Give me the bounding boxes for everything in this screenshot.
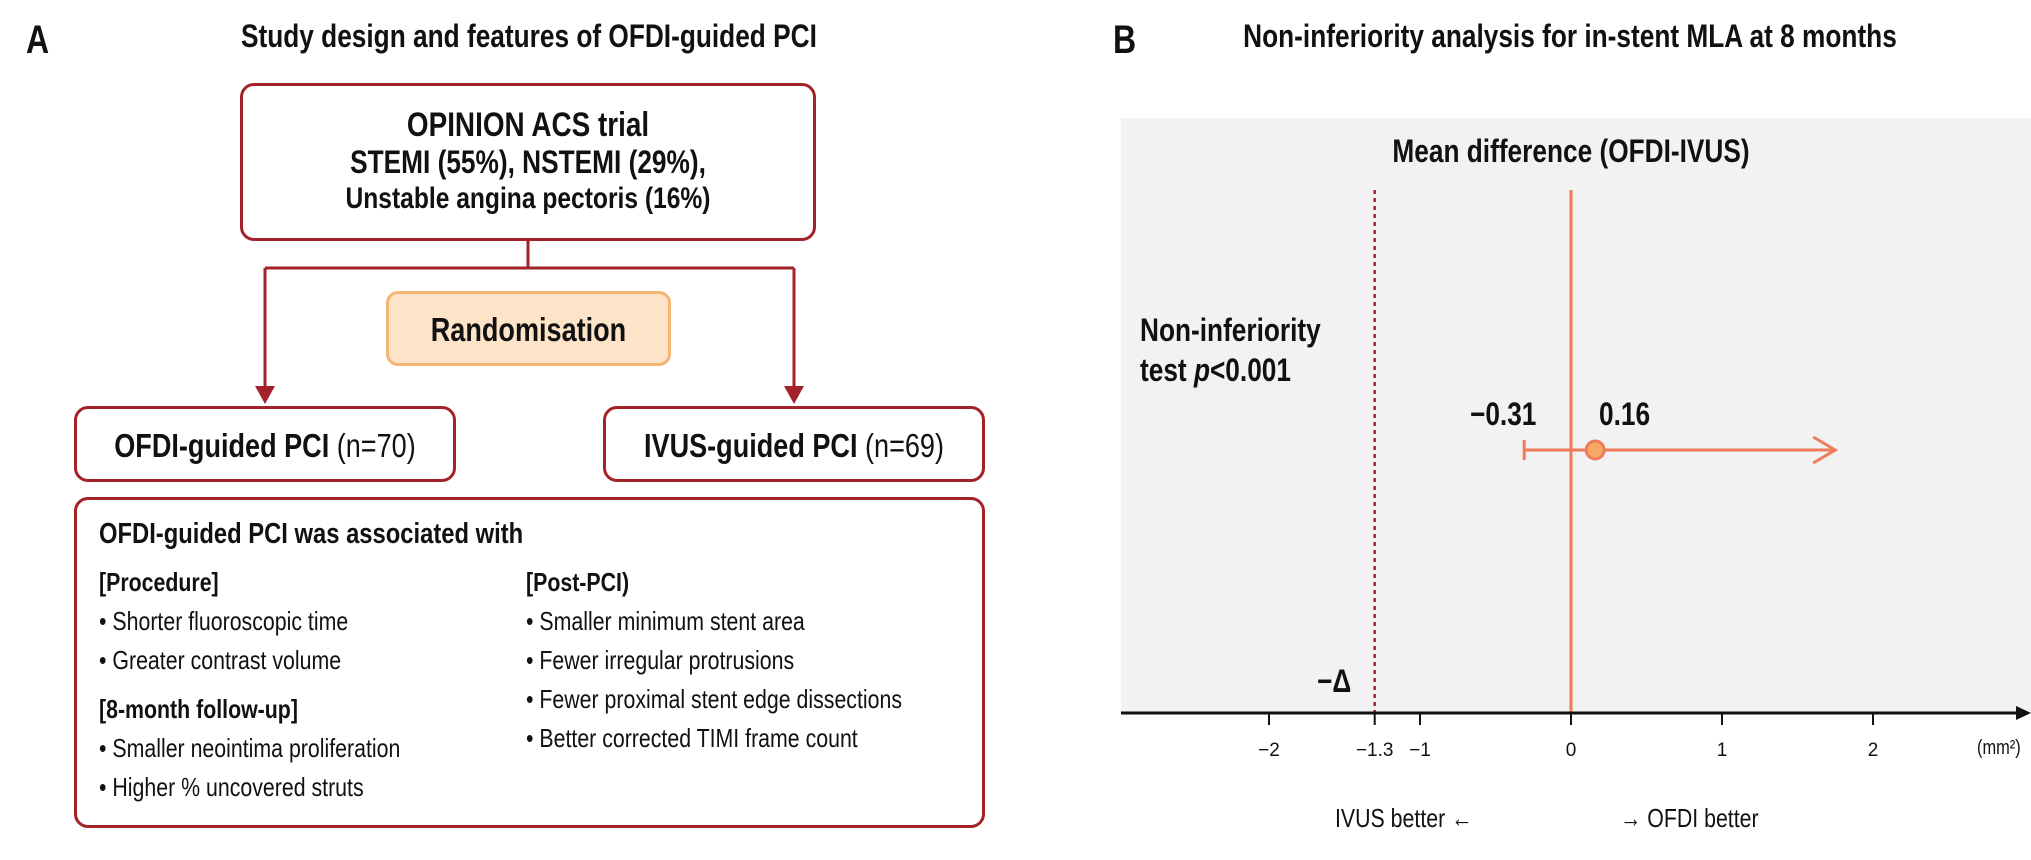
postpci-item: • Smaller minimum stent area: [526, 606, 805, 636]
ofdi-better-label: → OFDI better: [1620, 803, 1759, 833]
x-tick-label: −1.3: [1356, 740, 1394, 761]
arrowhead-left: [255, 386, 275, 404]
trial-name: OPINION ACS trial: [406, 106, 650, 144]
ci-upper-arrow: [1812, 435, 1839, 465]
unit-label: (mm²): [1977, 737, 2021, 759]
panel-a-title: Study design and features of OFDI-guided…: [241, 18, 817, 54]
ivus-better-label: IVUS better ←: [1335, 803, 1473, 833]
margin-label: −Δ: [1317, 663, 1352, 699]
followup-title: [8-month follow-up]: [99, 694, 298, 724]
ni-test-line1: Non-inferiority: [1140, 312, 1321, 348]
ivus-arm-box: IVUS-guided PCI (n=69): [603, 406, 985, 482]
features-box: OFDI-guided PCI was associated with [Pro…: [74, 497, 985, 828]
x-tick-label: 2: [1868, 740, 1879, 761]
forest-plot: −2 −1.3 −1 0 1 2: [1121, 190, 2031, 761]
panel-b-letter: B: [1113, 18, 1137, 62]
procedure-item: • Shorter fluoroscopic time: [99, 606, 349, 636]
ofdi-arm-box: OFDI-guided PCI (n=70): [74, 406, 456, 482]
plot-area: [1121, 118, 2031, 713]
point-estimate-marker: [1584, 439, 1606, 461]
trial-population: STEMI (55%), NSTEMI (29%),: [350, 144, 706, 180]
ivus-arm-name: IVUS-guided PCI: [644, 427, 858, 464]
postpci-item: • Fewer proximal stent edge dissections: [526, 684, 902, 714]
postpci-item: • Fewer irregular protrusions: [526, 645, 795, 675]
panel-b-title: Non-inferiority analysis for in-stent ML…: [1243, 18, 1897, 54]
trial-box: OPINION ACS trial STEMI (55%), NSTEMI (2…: [240, 83, 816, 241]
ivus-arm-n: (n=69): [865, 427, 944, 464]
randomisation-label: Randomisation: [430, 311, 627, 348]
postpci-title: [Post-PCI): [526, 567, 630, 597]
procedure-item: • Greater contrast volume: [99, 645, 342, 675]
features-heading: OFDI-guided PCI was associated with: [99, 518, 524, 550]
x-axis-arrowhead: [2016, 706, 2031, 720]
trial-population-ua: Unstable angina pectoris (16%): [345, 182, 711, 215]
panel-a-letter: A: [26, 18, 50, 62]
x-axis-ticks: −2 −1.3 −1 0 1 2: [1258, 713, 1878, 761]
ofdi-arm-n: (n=70): [336, 427, 416, 464]
ofdi-arm-name: OFDI-guided PCI: [114, 427, 330, 464]
randomisation-box: Randomisation: [386, 291, 671, 366]
flow-connectors: [255, 241, 804, 404]
x-tick-label: 1: [1717, 740, 1728, 761]
plot-heading: Mean difference (OFDI-IVUS): [1392, 133, 1750, 169]
point-estimate-label: 0.16: [1599, 396, 1651, 432]
followup-item: • Higher % uncovered struts: [99, 772, 364, 802]
followup-item: • Smaller neointima proliferation: [99, 733, 401, 763]
lower-ci-label: −0.31: [1470, 396, 1537, 432]
x-tick-label: 0: [1566, 740, 1577, 761]
postpci-item: • Better corrected TIMI frame count: [526, 723, 858, 753]
procedure-title: [Procedure]: [99, 567, 219, 597]
arrowhead-right: [784, 386, 804, 404]
x-tick-label: −2: [1258, 740, 1280, 761]
x-tick-label: −1: [1409, 740, 1431, 761]
ni-test-line2: test p<0.001: [1140, 352, 1291, 388]
